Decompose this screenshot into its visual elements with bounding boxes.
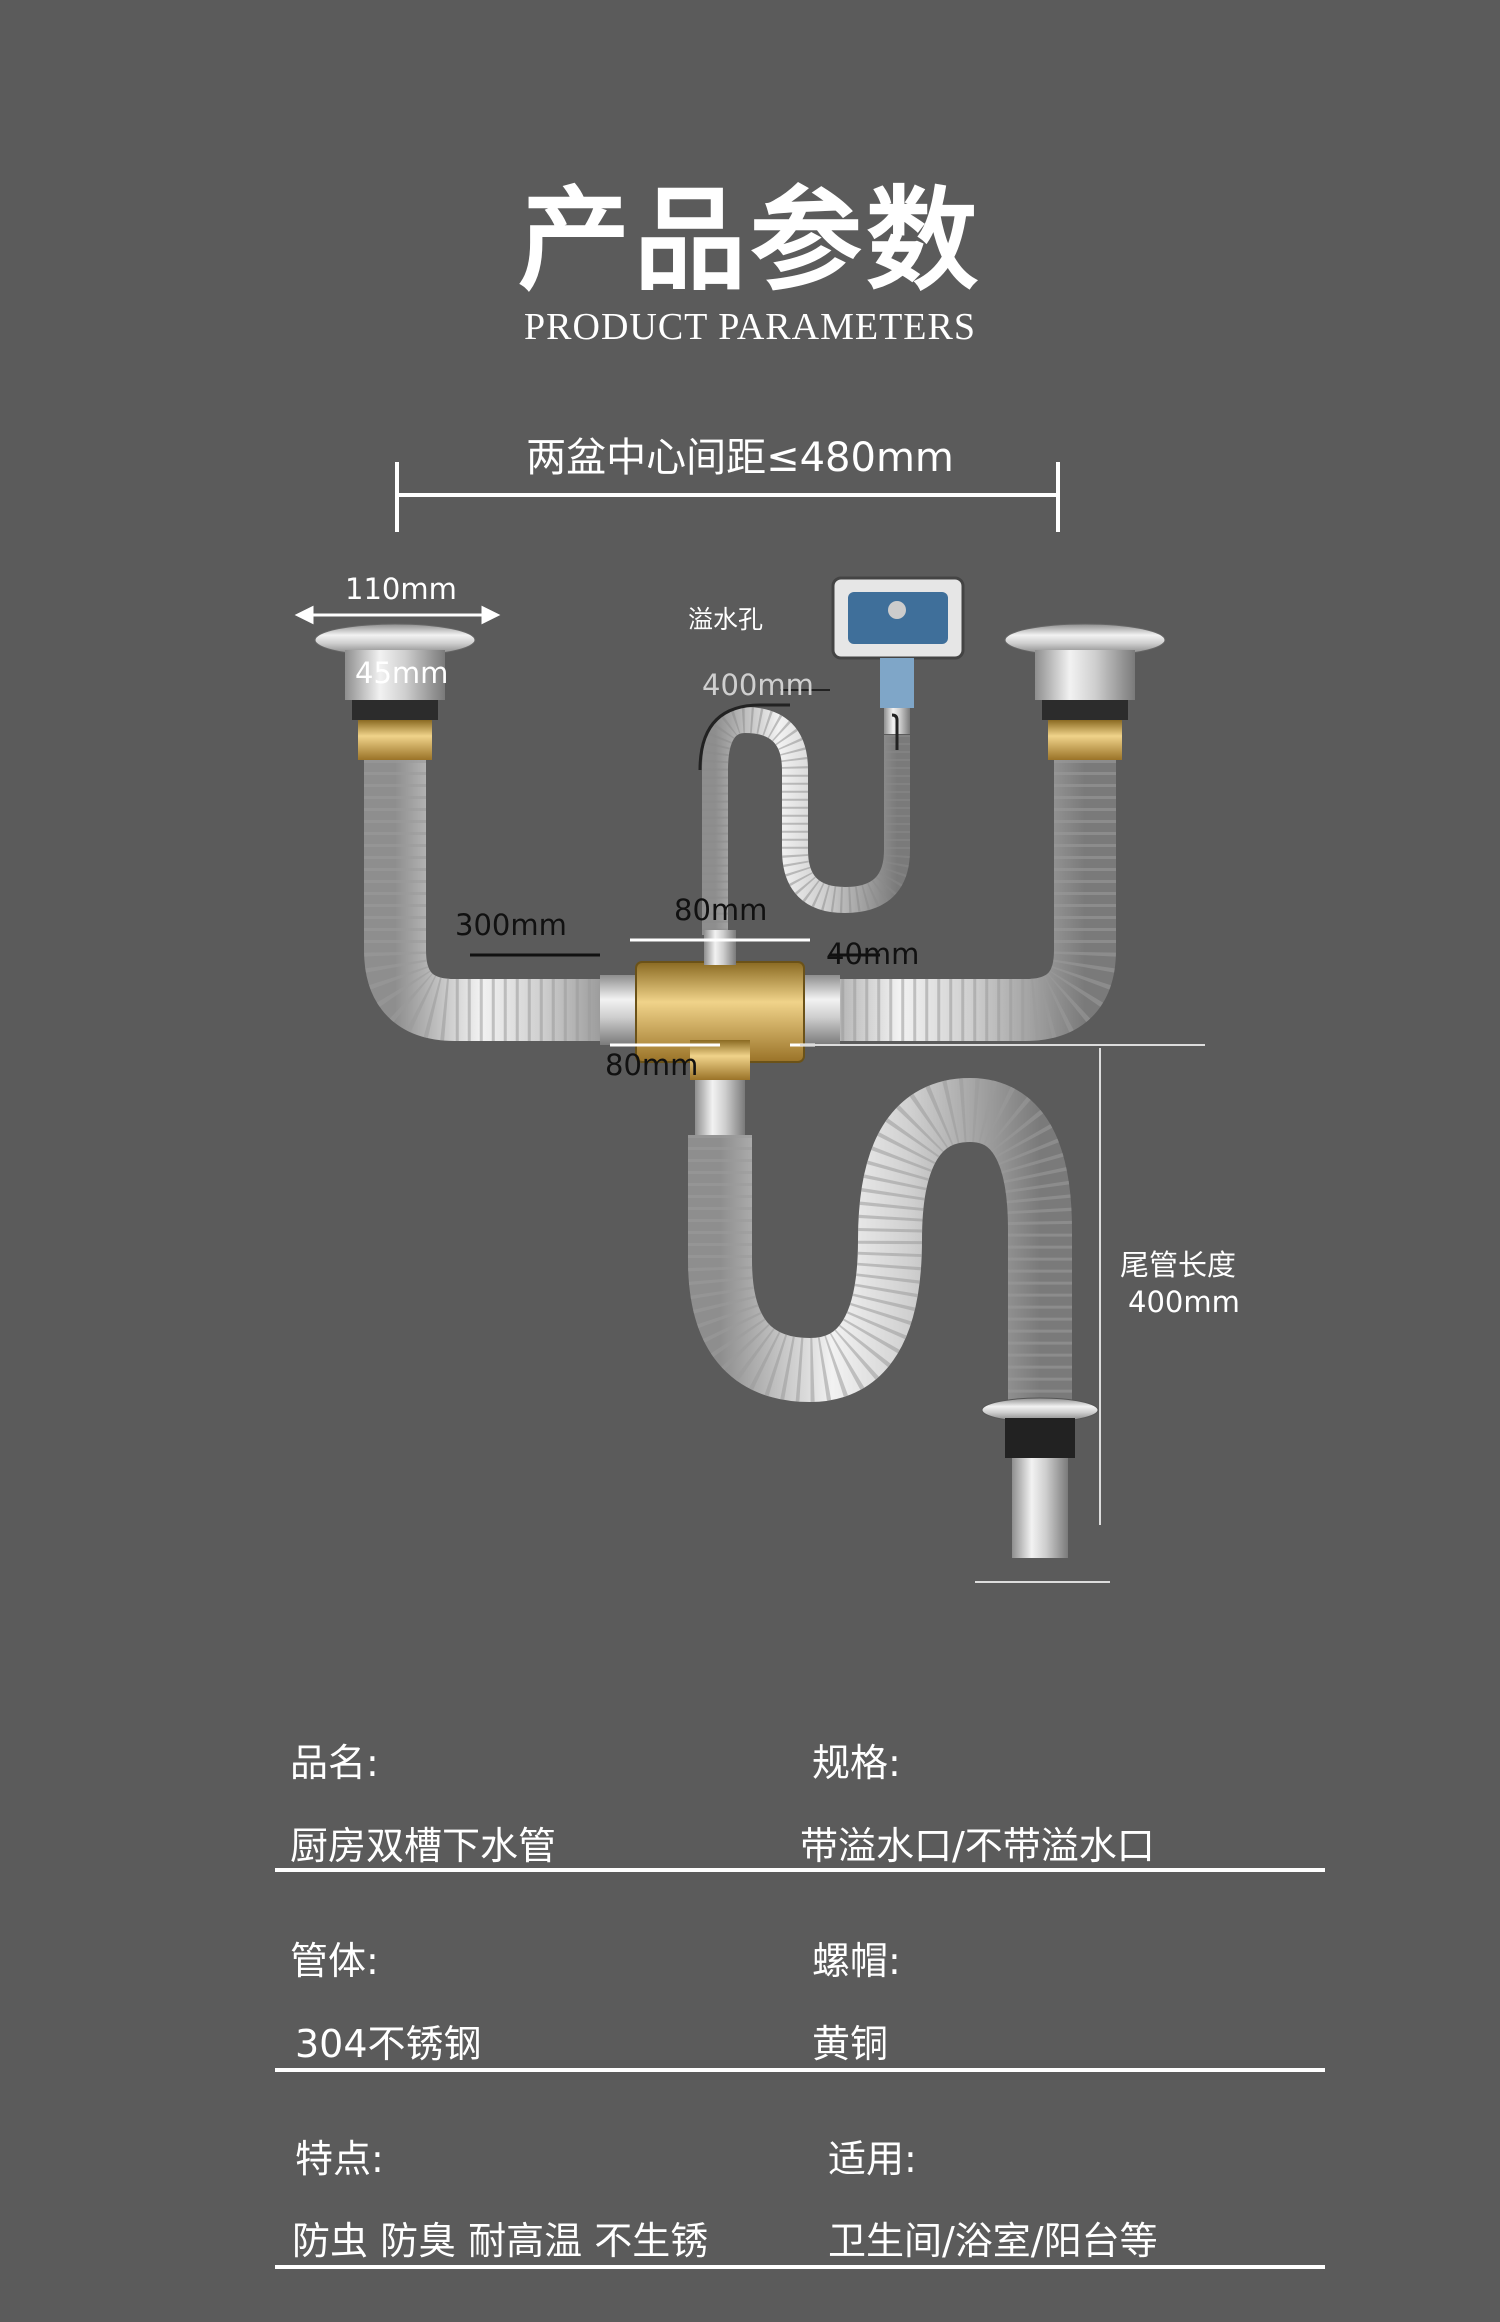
spec-value-body: 304不锈钢 xyxy=(295,2022,482,2066)
spec-value-name: 厨房双槽下水管 xyxy=(290,1824,557,1868)
tee-bottom-length: 80mm xyxy=(605,1048,699,1082)
spec-value-usage: 卫生间/浴室/阳台等 xyxy=(828,2219,1158,2263)
left-branch-pipe xyxy=(364,760,640,1041)
branch-pipe-length: 300mm xyxy=(455,908,567,942)
page-title: 产品参数 xyxy=(518,176,982,306)
spec-divider xyxy=(275,2265,1325,2269)
strainer-width-arrow xyxy=(294,605,501,625)
drain-pipe-diagram xyxy=(294,462,1205,1583)
spec-value-features: 防虫 防臭 耐高温 不生锈 xyxy=(292,2219,709,2263)
s-trap-hose xyxy=(688,1077,1072,1403)
strainer-width-label: 110mm xyxy=(345,572,457,606)
page-subtitle: PRODUCT PARAMETERS xyxy=(524,306,976,348)
right-strainer xyxy=(1004,623,1166,760)
spec-label-features: 特点: xyxy=(295,2137,384,2181)
brass-tee xyxy=(600,930,840,1080)
spec-label-name: 品名: xyxy=(290,1741,379,1785)
spec-divider xyxy=(275,2068,1325,2072)
spec-value-model: 带溢水口/不带溢水口 xyxy=(800,1824,1155,1868)
overflow-hose xyxy=(702,706,910,935)
tail-label: 尾管长度 xyxy=(1120,1248,1237,1282)
overflow-hose-length: 400mm xyxy=(702,668,814,702)
strainer-neck-label: 45mm xyxy=(355,656,449,690)
overflow-label: 溢水孔 xyxy=(688,605,764,634)
tee-side-length: 40mm xyxy=(826,937,920,971)
spec-label-usage: 适用: xyxy=(828,2137,917,2181)
spec-value-nut: 黄铜 xyxy=(812,2022,889,2066)
tail-length: 400mm xyxy=(1128,1285,1240,1319)
tee-top-length: 80mm xyxy=(674,893,768,927)
spec-label-nut: 螺帽: xyxy=(812,1939,901,1983)
right-branch-pipe xyxy=(800,760,1116,1041)
basin-spacing-label: 两盆中心间距≤480mm xyxy=(526,435,954,481)
spec-label-model: 规格: xyxy=(812,1741,901,1785)
left-strainer xyxy=(314,623,476,760)
overflow-box xyxy=(831,576,965,734)
spec-divider xyxy=(275,1868,1325,1872)
basin-spacing-dimension xyxy=(395,462,1060,532)
tail-pipe xyxy=(981,1397,1099,1558)
spec-label-body: 管体: xyxy=(290,1939,379,1983)
tee-outlet-pipe xyxy=(695,1080,745,1140)
